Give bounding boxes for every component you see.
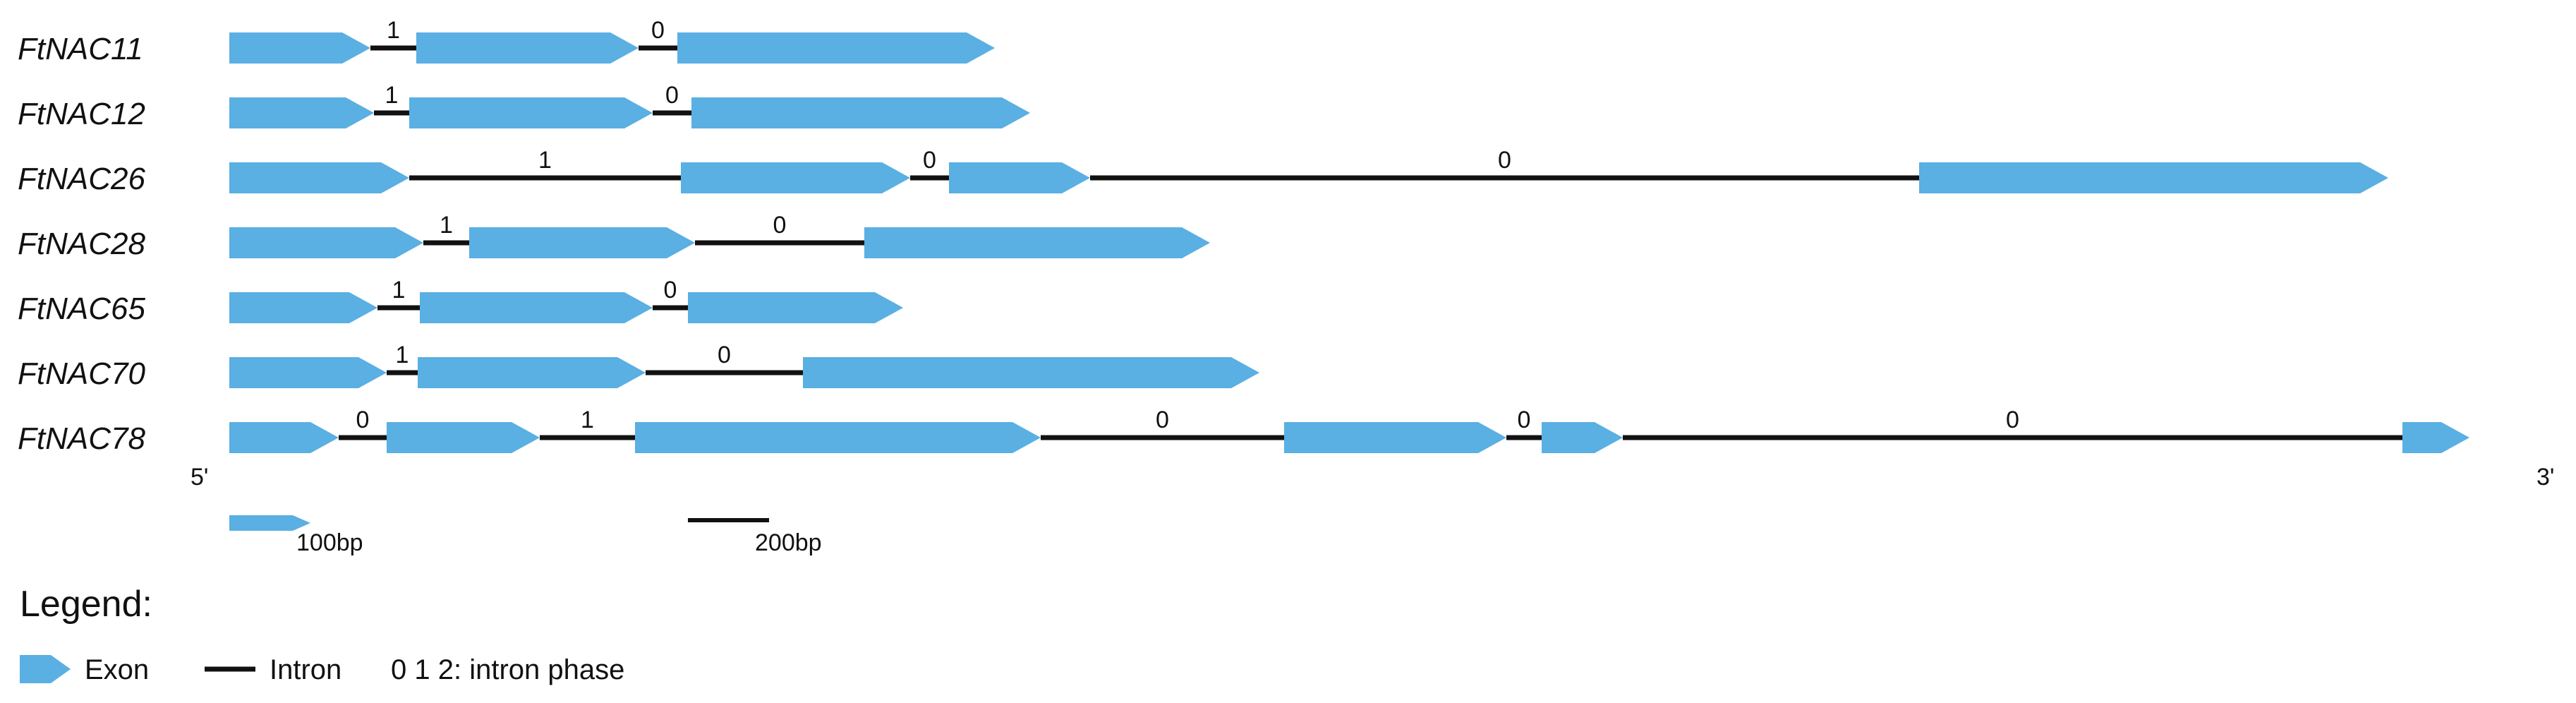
gene-row-ftnac28: FtNAC28 1 0 [18, 212, 1210, 261]
gene-name: FtNAC12 [18, 97, 145, 131]
intron-phase-label: 1 [538, 147, 552, 174]
legend-title: Legend: [20, 584, 152, 625]
intron-phase-label: 0 [773, 212, 787, 239]
intron-phase-label: 1 [387, 17, 400, 44]
exon-arrow [864, 227, 1210, 258]
gene-name: FtNAC78 [18, 421, 145, 456]
gene-name: FtNAC70 [18, 356, 145, 391]
gene-row-ftnac65: FtNAC65 1 0 [18, 277, 903, 326]
legend-exon-icon [20, 655, 71, 683]
intron-phase-label: 1 [392, 277, 406, 304]
gene-row-ftnac11: FtNAC11 1 0 [18, 17, 995, 66]
exon-arrow [635, 422, 1041, 453]
exon-arrow [416, 32, 639, 64]
exon-arrow [387, 422, 540, 453]
intron-phase-label: 1 [581, 407, 594, 433]
intron-phase-label: 1 [440, 212, 453, 239]
legend: Legend: Exon Intron 0 1 2: intron phase [20, 584, 624, 685]
scale-exon-label: 100bp [296, 529, 363, 556]
exon-arrow [2402, 422, 2469, 453]
exon-arrow [677, 32, 995, 64]
scale-bars: 100bp 200bp [229, 515, 822, 556]
gene-name: FtNAC11 [18, 32, 143, 66]
scale-intron-label: 200bp [755, 529, 822, 556]
gene-row-ftnac26: FtNAC26 1 0 0 [18, 147, 2388, 196]
exon-arrow [229, 227, 423, 258]
gene-row-ftnac70: FtNAC70 1 0 [18, 342, 1259, 391]
exon-arrow [681, 162, 910, 193]
exon-arrow [229, 97, 374, 128]
intron-phase-label: 0 [665, 82, 679, 109]
intron-phase-label: 0 [1518, 407, 1531, 433]
intron-phase-label: 0 [651, 17, 665, 44]
intron-phase-label: 0 [1498, 147, 1511, 174]
exon-arrow [691, 97, 1030, 128]
exon-arrow [688, 292, 903, 323]
legend-exon-label: Exon [85, 654, 149, 685]
exon-arrow [949, 162, 1090, 193]
five-prime-label: 5' [191, 464, 208, 491]
scale-exon-bar [229, 515, 310, 531]
exon-arrow [229, 357, 387, 388]
exon-arrow [1919, 162, 2388, 193]
exon-arrow [420, 292, 653, 323]
exon-arrow [1542, 422, 1623, 453]
intron-phase-label: 1 [385, 82, 399, 109]
exon-arrow [469, 227, 695, 258]
gene-name: FtNAC28 [18, 227, 145, 261]
three-prime-label: 3' [2536, 464, 2554, 491]
exon-arrow [1284, 422, 1506, 453]
exon-arrow [229, 422, 339, 453]
intron-phase-label: 0 [664, 277, 677, 304]
exon-arrow [418, 357, 646, 388]
gene-row-ftnac12: FtNAC12 1 0 [18, 82, 1030, 131]
intron-phase-label: 0 [2006, 407, 2019, 433]
exon-arrow [229, 292, 377, 323]
intron-phase-label: 1 [396, 342, 409, 368]
gene-name: FtNAC26 [18, 162, 145, 196]
intron-phase-label: 0 [356, 407, 370, 433]
legend-phase-label: 0 1 2: intron phase [391, 654, 624, 685]
exon-arrow [229, 32, 370, 64]
intron-phase-label: 0 [718, 342, 731, 368]
exon-arrow [229, 162, 409, 193]
legend-intron-label: Intron [270, 654, 341, 685]
gene-row-ftnac78: FtNAC78 0 1 0 0 0 [18, 407, 2469, 456]
exon-arrow [409, 97, 653, 128]
intron-phase-label: 0 [1156, 407, 1169, 433]
intron-phase-label: 0 [923, 147, 936, 174]
gene-name: FtNAC65 [18, 292, 145, 326]
exon-arrow [803, 357, 1259, 388]
